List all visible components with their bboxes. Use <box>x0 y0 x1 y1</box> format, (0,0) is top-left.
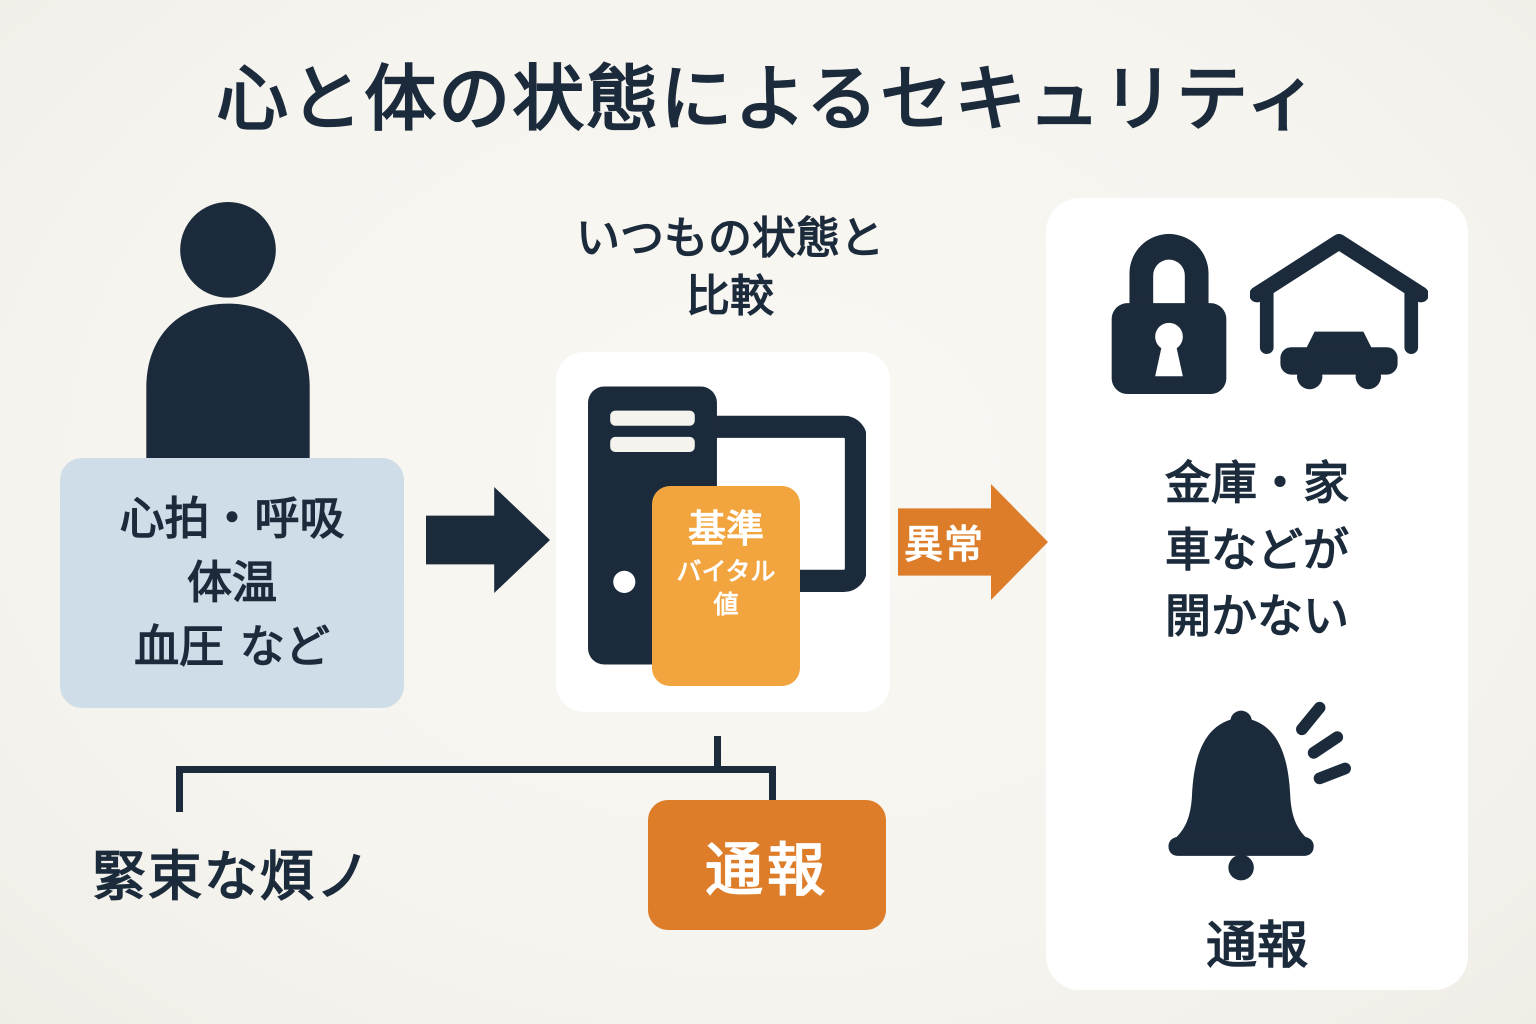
badge-line-2: バイタル <box>676 556 776 586</box>
lock-icon <box>1104 228 1234 398</box>
page-title: 心と体の状態によるセキュリティ <box>216 57 1320 141</box>
lockdown-text: 金庫・家 車などが 開かない <box>1046 450 1468 650</box>
badge-line-1: 基準 <box>687 507 764 551</box>
vitals-line-2: 体温 <box>186 556 277 610</box>
lockdown-line-2: 車などが <box>1165 522 1349 577</box>
connector-line <box>176 766 776 773</box>
emergency-note: 緊束な煩ノ <box>92 845 372 908</box>
report-label: 通報 <box>704 836 829 904</box>
comparison-heading-line-2: 比較 <box>686 271 774 323</box>
vitals-line-1: 心拍・呼吸 <box>119 492 345 546</box>
connector-line <box>176 766 183 812</box>
baseline-vitals-badge: 基準 バイタル 値 <box>652 486 800 686</box>
report-box: 通報 <box>648 800 886 930</box>
person-icon <box>126 200 330 464</box>
lockdown-panel: 金庫・家 車などが 開かない 通報 <box>1046 198 1468 990</box>
comparison-heading-line-1: いつもの状態と <box>576 213 884 264</box>
vitals-box: 心拍・呼吸 体温 血圧 など <box>60 458 404 708</box>
badge-line-3: 値 <box>713 589 739 619</box>
vitals-line-3: 血圧 など <box>134 619 330 673</box>
connector-line <box>714 736 721 772</box>
comparison-heading: いつもの状態と 比較 <box>520 210 940 326</box>
abnormal-arrow-icon: 異常 <box>898 484 1048 600</box>
alert-caption: 通報 <box>1205 917 1308 976</box>
arrow-right-icon <box>426 487 550 593</box>
abnormal-label: 異常 <box>904 523 985 568</box>
garage-car-icon <box>1250 232 1428 398</box>
lockdown-line-3: 開かない <box>1165 589 1349 644</box>
lockdown-line-1: 金庫・家 <box>1165 456 1349 510</box>
connector-line <box>769 766 776 806</box>
bell-icon <box>1140 692 1352 898</box>
